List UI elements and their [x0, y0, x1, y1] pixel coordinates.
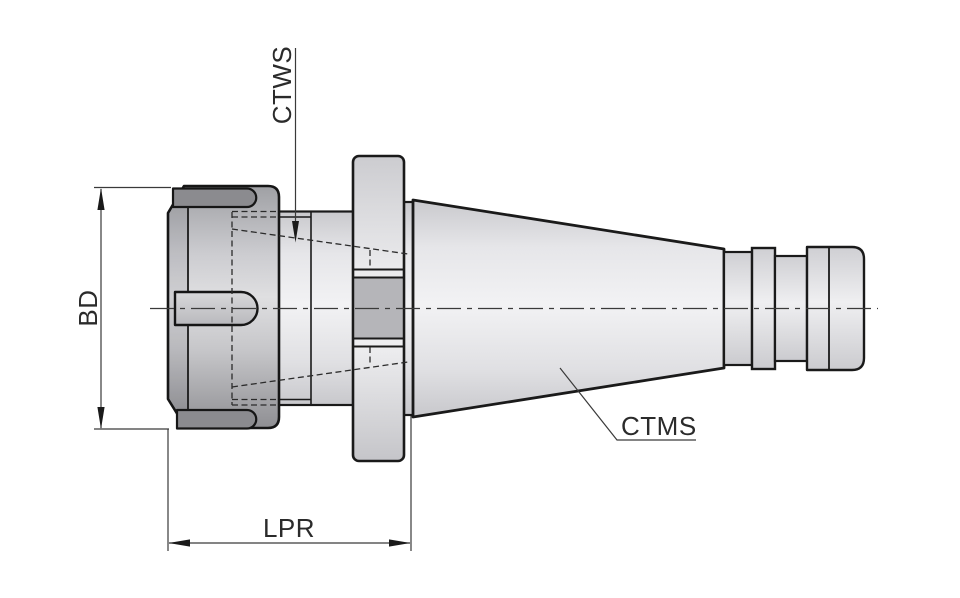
hidden-taper-diagonal-top	[231, 228, 409, 255]
collet-nut-group	[166, 184, 281, 430]
pull-stud-group	[722, 245, 866, 372]
ctms-callout-group: CTMS	[559, 367, 697, 441]
bd-arrowhead-down	[97, 407, 105, 429]
pull-stud-cap	[805, 245, 866, 372]
lpr-dimension-group: LPR	[167, 416, 412, 551]
hidden-taper-diagonal-bottom	[231, 361, 409, 388]
bd-label: BD	[73, 289, 103, 326]
ctms-label: CTMS	[621, 411, 697, 441]
lpr-label: LPR	[263, 513, 315, 543]
lpr-arrowhead-right	[389, 539, 411, 547]
ctms-leader-line	[559, 367, 696, 441]
ctws-callout-group: CTWS	[267, 46, 299, 243]
nut-nose-slot	[173, 290, 259, 327]
nut-rim-band-bottom	[175, 408, 258, 430]
ctws-label: CTWS	[267, 46, 297, 125]
nut-rim-band-top	[171, 187, 258, 209]
bd-arrowhead-up	[97, 188, 105, 210]
bd-dimension-group: BD	[73, 186, 171, 430]
ctws-arrowhead	[292, 221, 299, 243]
lpr-arrowhead-left	[168, 539, 190, 547]
